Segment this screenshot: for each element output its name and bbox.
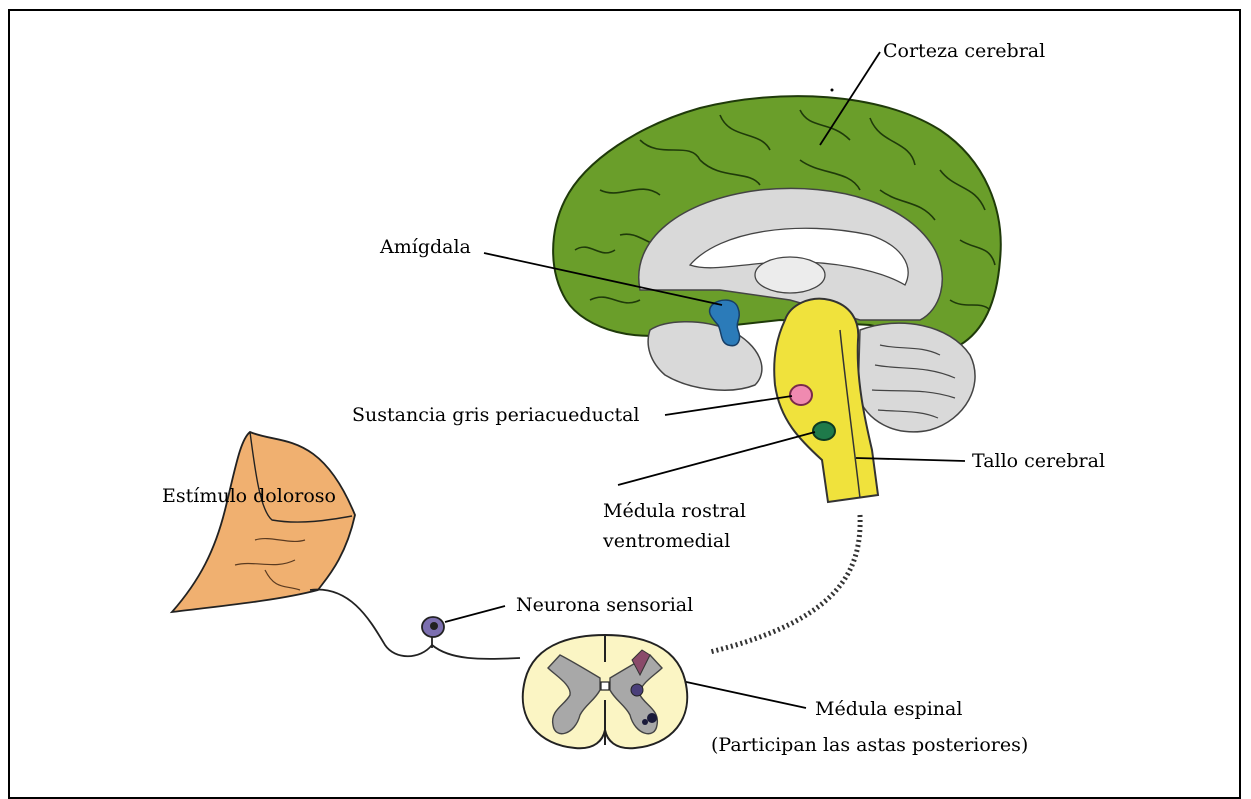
label-rvm-line2: ventromedial <box>603 530 730 552</box>
skin-surface <box>172 432 355 612</box>
sensory-nerve <box>310 590 520 659</box>
label-amygdala: Amígdala <box>380 236 471 258</box>
spinal-cord-section <box>523 635 687 748</box>
neuron-leader <box>445 606 505 622</box>
label-cortex: Corteza cerebral <box>883 40 1045 62</box>
label-rvm-line1: Médula rostral <box>603 500 746 522</box>
label-pag: Sustancia gris periacueductal <box>352 404 640 426</box>
pag-leader <box>665 396 792 415</box>
spinal-leader <box>668 678 806 708</box>
label-dorsal-horns: (Participan las astas posteriores) <box>711 734 1028 756</box>
pag-structure <box>790 385 812 405</box>
rvm-leader <box>618 432 815 485</box>
label-stimulus: Estímulo doloroso <box>162 485 336 507</box>
brain <box>553 89 1001 503</box>
descending-pathway <box>710 515 860 652</box>
rvm-structure <box>813 422 835 440</box>
skin-patch <box>172 432 355 612</box>
label-brainstem: Tallo cerebral <box>972 450 1105 472</box>
temporal-lobe <box>648 322 762 390</box>
label-sensory-neuron: Neurona sensorial <box>516 594 693 616</box>
thalamus <box>755 257 825 293</box>
label-spinal-cord: Médula espinal <box>815 698 962 720</box>
